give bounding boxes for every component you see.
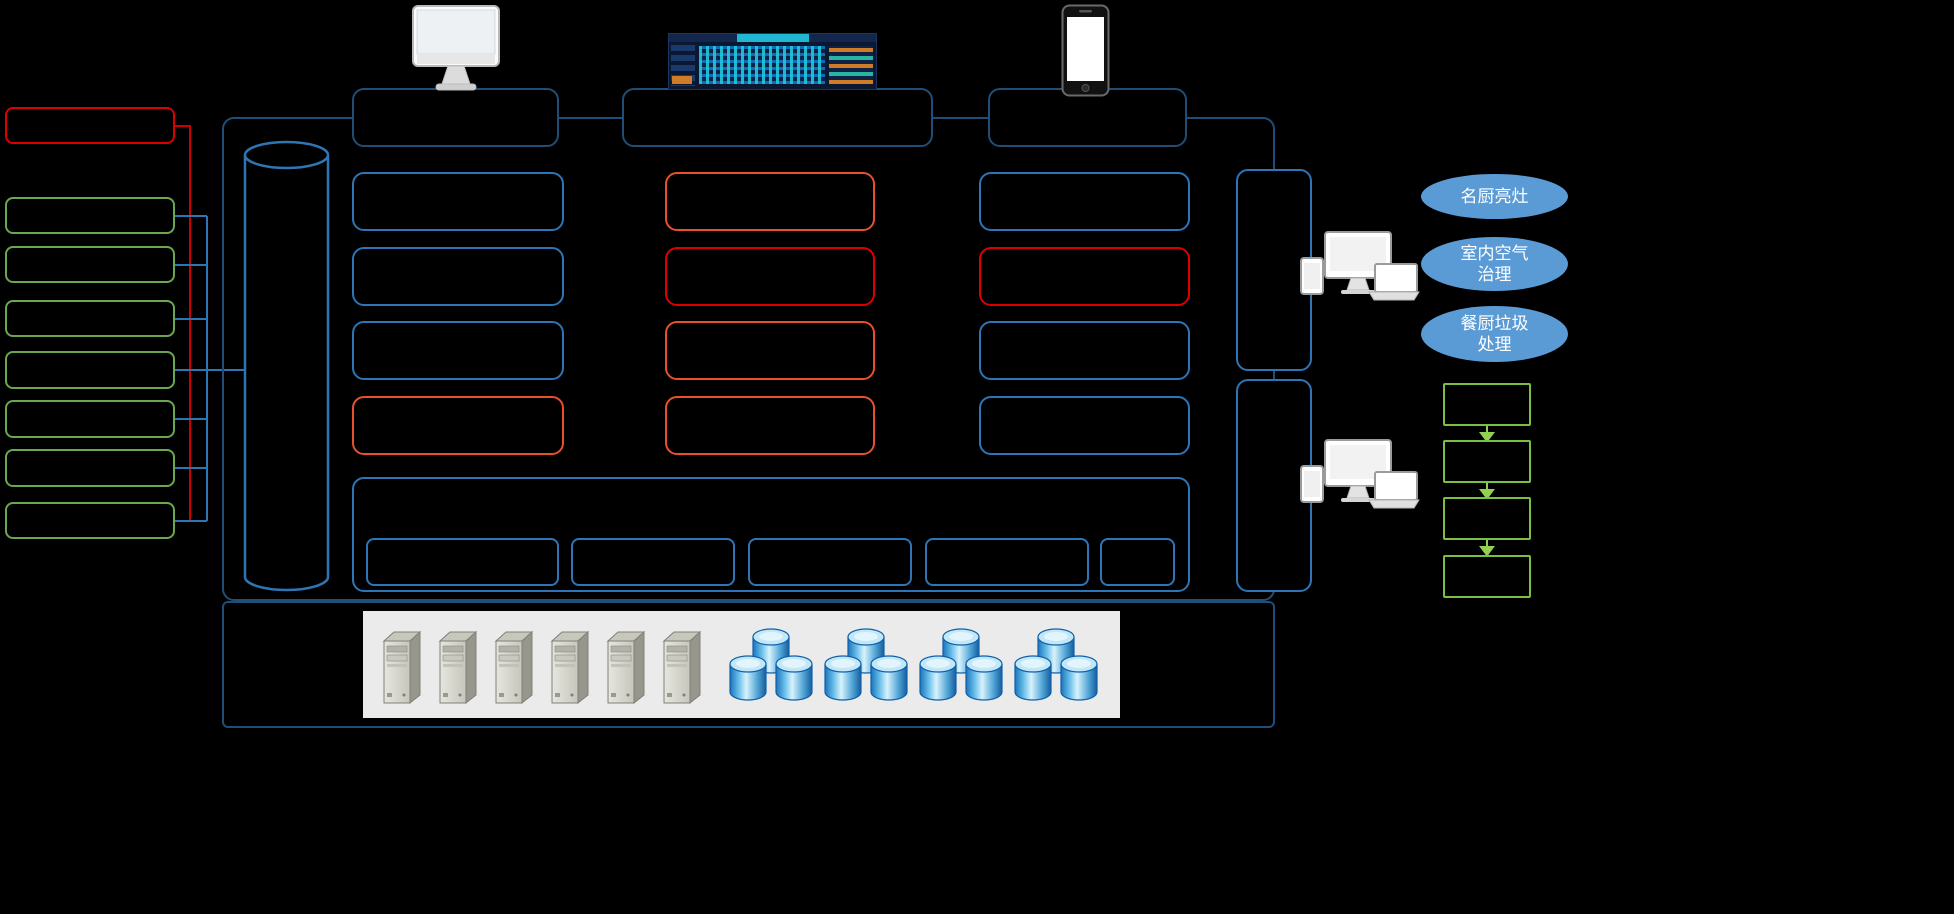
left-green-box-5 (5, 400, 175, 438)
left-green-box-6 (5, 449, 175, 487)
right-tall-box-1 (1236, 169, 1312, 371)
top-box-1 (352, 88, 559, 147)
sub-box-5 (1100, 538, 1175, 586)
infrastructure-container (222, 601, 1275, 728)
left-green-box-2 (5, 246, 175, 283)
dashboard-screenshot-icon (668, 33, 877, 90)
sub-box-3 (748, 538, 912, 586)
app-ellipse-label-2: 室内空气治理 (1460, 243, 1529, 284)
col1-box-4 (352, 396, 564, 455)
database-cluster-icon (730, 629, 1097, 700)
right-green-box-4 (1443, 555, 1531, 598)
col3-box-4 (979, 396, 1190, 455)
top-box-2 (622, 88, 933, 147)
server-tray (363, 611, 1120, 718)
left-green-box-7 (5, 502, 175, 539)
multi-device-icon-1 (1300, 231, 1420, 301)
dashboard-header-bar (669, 34, 876, 42)
app-ellipse-air: 室内空气治理 (1421, 237, 1568, 291)
server-database-icons (383, 611, 1120, 704)
col3-box-1 (979, 172, 1190, 231)
sub-box-1 (366, 538, 559, 586)
col2-box-3 (665, 321, 875, 380)
sub-box-4 (925, 538, 1089, 586)
col2-box-2 (665, 247, 875, 306)
col1-box-2 (352, 247, 564, 306)
right-green-box-2 (1443, 440, 1531, 483)
col3-box-3 (979, 321, 1190, 380)
right-green-box-1 (1443, 383, 1531, 426)
multi-device-icon-2 (1300, 439, 1420, 509)
down-arrow-icon (1479, 426, 1495, 557)
left-green-box-3 (5, 300, 175, 337)
left-red-box (5, 107, 175, 144)
smartphone-icon (1061, 4, 1110, 97)
sub-box-2 (571, 538, 735, 586)
dashboard-accent-block (672, 76, 692, 84)
server-tower-icon (383, 631, 701, 704)
col2-box-1 (665, 172, 875, 231)
left-green-box-1 (5, 197, 175, 234)
dashboard-right-panel (829, 46, 873, 84)
app-ellipse-waste: 餐厨垃圾处理 (1421, 306, 1568, 362)
col1-box-3 (352, 321, 564, 380)
app-ellipse-label-1: 名厨亮灶 (1460, 186, 1529, 206)
data-cylinder (243, 140, 330, 592)
col2-box-4 (665, 396, 875, 455)
left-green-box-4 (5, 351, 175, 389)
dashboard-tile-grid (699, 46, 825, 84)
col3-box-2 (979, 247, 1190, 306)
desktop-monitor-icon (412, 5, 500, 91)
right-green-box-3 (1443, 497, 1531, 540)
app-ellipse-label-3: 餐厨垃圾处理 (1460, 313, 1529, 354)
col1-box-1 (352, 172, 564, 231)
app-ellipse-kitchen: 名厨亮灶 (1421, 174, 1568, 219)
